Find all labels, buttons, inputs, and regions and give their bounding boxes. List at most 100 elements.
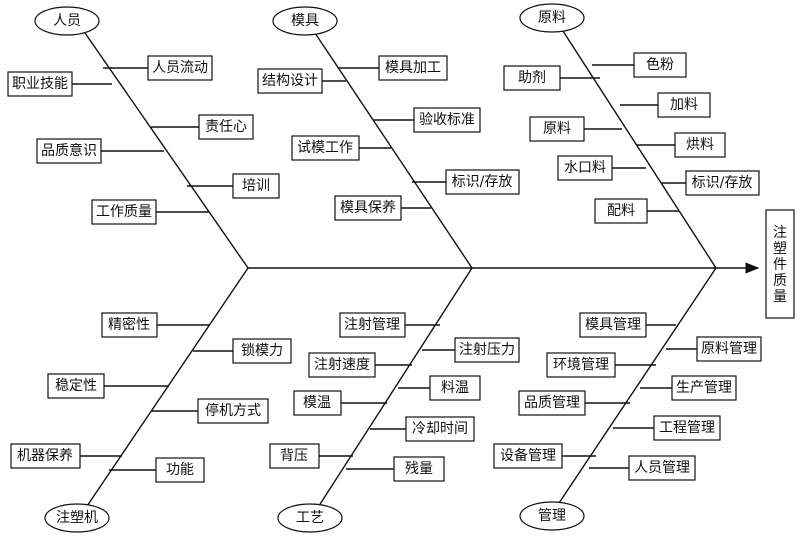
cause-label: 冷却时间 [412, 421, 468, 437]
bone-machine [82, 267, 249, 513]
cause-label: 背压 [280, 448, 308, 464]
cause-label: 注射速度 [314, 357, 370, 373]
bone-people [84, 32, 249, 269]
cause-label: 原料 [543, 121, 571, 137]
cause-box: 稳定性 [47, 373, 105, 399]
cause-label: 人员管理 [634, 460, 690, 476]
cause-label: 模具保养 [340, 200, 396, 216]
cause-box: 品质管理 [518, 390, 586, 416]
cause-box: 模具加工 [378, 55, 448, 81]
category-material: 原料 [519, 3, 585, 33]
cause-label: 模具管理 [585, 317, 641, 333]
cause-label: 助剂 [518, 70, 546, 86]
cause-label: 料温 [441, 380, 469, 396]
cause-box: 加料 [657, 92, 711, 118]
cause-label: 验收标准 [419, 112, 475, 128]
cause-box: 原料 [529, 116, 585, 142]
category-people-label: 人员 [53, 13, 81, 29]
cause-label: 生产管理 [676, 380, 732, 396]
cause-label: 品质管理 [524, 395, 580, 411]
cause-box: 原料管理 [696, 336, 762, 362]
cause-box: 环境管理 [546, 352, 616, 378]
cause-box: 色粉 [633, 52, 687, 78]
cause-box: 结构设计 [257, 68, 323, 94]
effect-char-0: 注 [773, 225, 787, 241]
cause-label: 职业技能 [12, 76, 68, 92]
cause-box: 精密性 [101, 312, 158, 338]
cause-box: 停机方式 [197, 398, 269, 424]
cause-box: 培训 [232, 173, 280, 199]
cause-label: 功能 [166, 462, 194, 478]
effect-char-2: 件 [773, 257, 787, 273]
cause-label: 工作质量 [96, 204, 152, 220]
cause-box: 机器保养 [10, 443, 81, 469]
cause-box: 配料 [594, 198, 648, 224]
cause-label: 注射压力 [459, 342, 515, 358]
cause-box: 人员管理 [628, 455, 696, 481]
cause-box: 冷却时间 [405, 416, 475, 442]
cause-box: 注射管理 [339, 312, 406, 338]
cause-box: 生产管理 [671, 375, 737, 401]
cause-label: 原料管理 [701, 341, 757, 357]
cause-label: 人员流动 [152, 60, 208, 76]
cause-label: 标识/存放 [452, 174, 513, 190]
cause-label: 稳定性 [55, 378, 97, 394]
cause-label: 模具加工 [385, 60, 441, 76]
cause-box: 试模工作 [291, 135, 360, 161]
cause-label: 机器保养 [17, 448, 73, 464]
cause-label: 配料 [607, 203, 635, 219]
cause-label: 试模工作 [297, 140, 353, 156]
effect-char-1: 塑 [773, 241, 787, 257]
cause-box: 责任心 [198, 114, 254, 140]
cause-label: 加料 [670, 97, 698, 113]
cause-box: 品质意识 [36, 138, 102, 164]
cause-label: 结构设计 [262, 73, 318, 89]
cause-box: 水口料 [557, 155, 613, 181]
cause-label: 品质意识 [41, 142, 97, 159]
cause-label: 残量 [405, 461, 433, 477]
bone-management [552, 267, 717, 513]
cause-box: 料温 [429, 375, 481, 401]
cause-box: 模具管理 [579, 312, 647, 338]
bone-mold [314, 32, 473, 269]
bone-material [560, 27, 717, 269]
cause-label: 精密性 [108, 316, 150, 333]
cause-box: 验收标准 [413, 107, 481, 133]
category-machine: 注塑机 [44, 503, 110, 533]
cause-box: 模温 [293, 390, 342, 416]
cause-box: 残量 [393, 456, 445, 482]
cause-box: 标识/存放 [445, 169, 520, 195]
cause-label: 环境管理 [553, 357, 609, 373]
cause-box: 模具保养 [334, 195, 402, 221]
cause-box: 工程管理 [653, 415, 721, 441]
cause-label: 注射管理 [344, 317, 400, 333]
cause-box: 背压 [269, 443, 320, 469]
category-process: 工艺 [277, 503, 343, 533]
category-mold-label: 模具 [291, 13, 319, 29]
cause-label: 锁模力 [241, 343, 283, 359]
cause-box: 烘料 [674, 132, 726, 158]
cause-box: 标识/存放 [685, 170, 760, 196]
effect-char-3: 质 [773, 273, 787, 289]
category-process-label: 工艺 [296, 510, 324, 526]
cause-label: 培训 [242, 178, 270, 194]
category-management-label: 管理 [538, 508, 566, 524]
cause-box: 设备管理 [493, 443, 563, 469]
cause-box: 功能 [155, 457, 205, 483]
cause-label: 工程管理 [659, 420, 715, 436]
effect-box: 注 塑 件 质 量 [765, 209, 795, 319]
bone-process [314, 267, 473, 513]
cause-box: 人员流动 [147, 55, 213, 81]
cause-label: 责任心 [205, 119, 247, 135]
effect-char-4: 量 [773, 289, 787, 305]
category-machine-label: 注塑机 [56, 510, 98, 526]
cause-box: 注射速度 [308, 352, 376, 378]
cause-box: 工作质量 [91, 199, 157, 225]
cause-label: 模温 [303, 395, 331, 411]
cause-box: 锁模力 [232, 338, 292, 364]
cause-box: 职业技能 [7, 71, 73, 97]
cause-label: 水口料 [564, 160, 606, 176]
category-material-label: 原料 [538, 10, 566, 26]
cause-label: 色粉 [646, 56, 674, 73]
